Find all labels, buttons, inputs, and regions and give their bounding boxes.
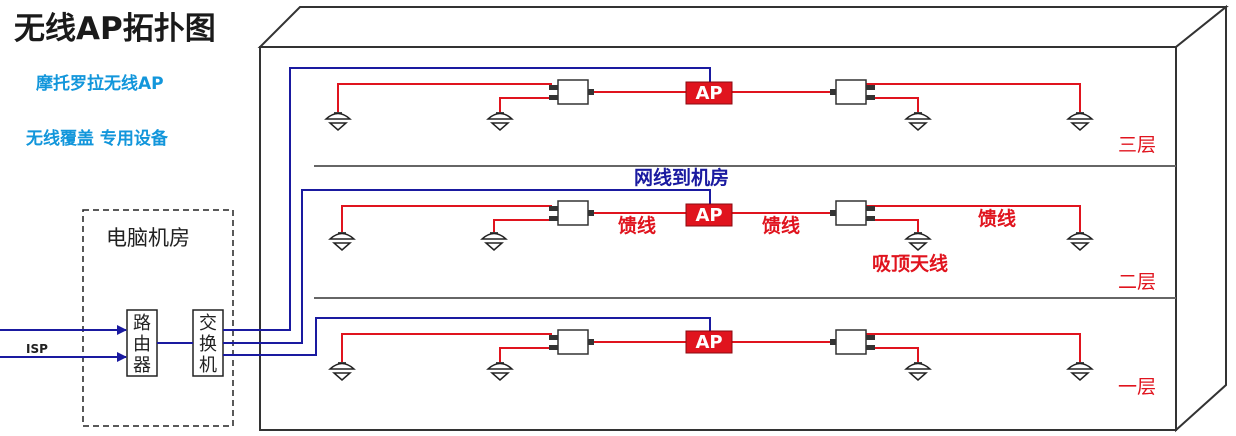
antenna-f3-1 [324, 112, 352, 131]
feeder-label-2: 馈线 [762, 215, 801, 237]
antenna-f3-4 [1066, 112, 1094, 131]
antenna-f2-4 [1066, 232, 1094, 251]
isp-arrow-1 [117, 325, 127, 335]
building-side-face [1175, 4, 1227, 433]
network-cable-floor2 [223, 189, 711, 344]
antenna-f2-1 [328, 232, 356, 251]
antenna-f1-3 [904, 362, 932, 381]
floor3-wiring [337, 79, 1081, 112]
isp-arrow-2 [117, 352, 127, 362]
antenna-f1-1 [328, 362, 356, 381]
building-top-face [257, 6, 1229, 48]
router-box [126, 309, 158, 377]
subtitle-brand: 摩托罗拉无线AP [36, 74, 164, 94]
floor-3-label: 三层 [1118, 134, 1157, 156]
diagram-title: 无线AP拓扑图 [14, 11, 216, 47]
network-cable-label: 网线到机房 [634, 167, 730, 189]
antenna-f1-2 [486, 362, 514, 381]
ap-floor3 [685, 81, 733, 105]
floor2-wiring [341, 200, 1081, 232]
building-front-face [259, 46, 1177, 431]
router-label: 路由器 [133, 313, 151, 376]
network-cable-floor1 [223, 317, 711, 356]
ap-floor3-label: AP [695, 83, 723, 104]
antenna-f2-2 [480, 232, 508, 251]
switch-label: 交换机 [199, 313, 217, 376]
network-cable-floor3 [223, 67, 711, 331]
ap-floor1 [685, 330, 733, 354]
ap-floor1-label: AP [695, 332, 723, 353]
computer-room-label: 电脑机房 [106, 226, 190, 250]
feeder-label-1: 馈线 [618, 215, 657, 237]
ap-floor2 [685, 203, 733, 227]
antenna-f3-3 [904, 112, 932, 131]
antenna-f1-4 [1066, 362, 1094, 381]
isp-label: ISP [26, 342, 48, 356]
antenna-f2-3 [904, 232, 932, 251]
antenna-f3-2 [486, 112, 514, 131]
ceiling-antenna-label: 吸顶天线 [872, 253, 949, 275]
subtitle-coverage: 无线覆盖 专用设备 [26, 129, 168, 149]
floor-2-label: 二层 [1118, 271, 1157, 293]
floor-1-label: 一层 [1118, 376, 1157, 398]
feeder-label-3: 馈线 [978, 208, 1017, 230]
ap-floor2-label: AP [695, 205, 723, 226]
computer-room-box [82, 209, 234, 427]
floor1-wiring [341, 329, 1081, 362]
